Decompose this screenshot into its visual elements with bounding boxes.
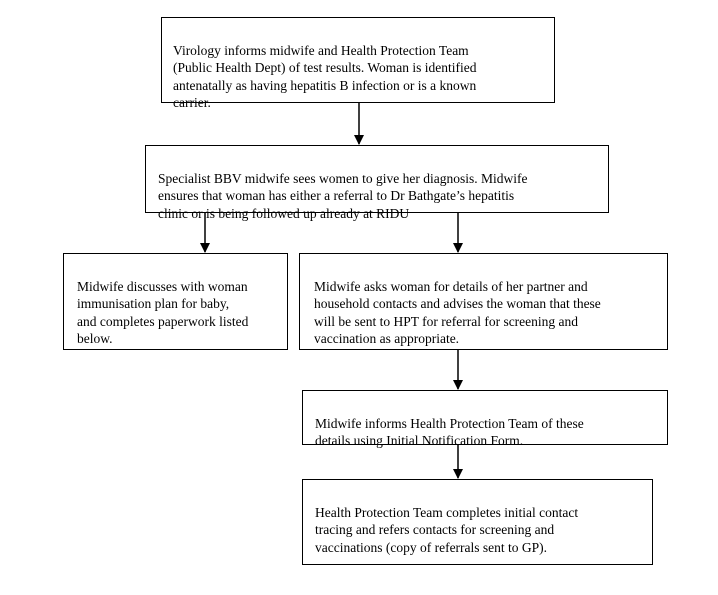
step-baby-immunisation-plan: Midwife discusses with woman immunisatio… bbox=[63, 253, 288, 350]
step-contact-tracing: Health Protection Team completes initial… bbox=[302, 479, 653, 565]
step-text: Midwife informs Health Protection Team o… bbox=[315, 415, 584, 449]
step-specialist-midwife-diagnosis: Specialist BBV midwife sees women to giv… bbox=[145, 145, 609, 221]
step-text: Virology informs midwife and Health Prot… bbox=[173, 42, 477, 111]
step-text: Health Protection Team completes initial… bbox=[315, 504, 579, 555]
step-virology-notification: Virology informs midwife and Health Prot… bbox=[161, 17, 555, 110]
step-initial-notification-form: Midwife informs Health Protection Team o… bbox=[302, 390, 668, 448]
step-partner-household-contacts: Midwife asks woman for details of her pa… bbox=[299, 253, 668, 350]
step-text: Midwife asks woman for details of her pa… bbox=[314, 278, 601, 347]
step-text: Specialist BBV midwife sees women to giv… bbox=[158, 170, 528, 221]
step-text: Midwife discusses with woman immunisatio… bbox=[77, 278, 249, 347]
